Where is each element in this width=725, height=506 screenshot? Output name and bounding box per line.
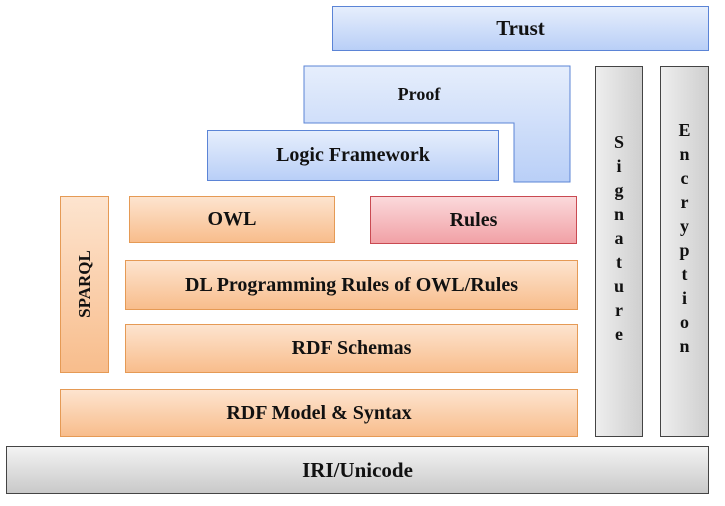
trust-layer: Trust — [332, 6, 709, 51]
sparql-layer — [60, 196, 109, 373]
signature-letter: e — [615, 324, 623, 344]
owl-layer: OWL — [129, 196, 335, 243]
iri-unicode-label: IRI/Unicode — [302, 457, 413, 482]
encryption-letter: t — [681, 264, 688, 284]
proof-label: Proof — [397, 84, 441, 104]
rules-layer: Rules — [370, 196, 577, 244]
signature-letter: n — [613, 204, 624, 224]
encryption-layer — [660, 66, 709, 437]
logic-framework-layer: Logic Framework — [207, 130, 499, 181]
logic-framework-label: Logic Framework — [276, 144, 430, 166]
dl-programming-label: DL Programming Rules of OWL/Rules — [185, 273, 518, 296]
signature-layer — [595, 66, 643, 437]
iri-unicode-layer: IRI/Unicode — [6, 446, 709, 494]
owl-label: OWL — [207, 208, 257, 230]
signature-letter: i — [616, 156, 622, 176]
signature-letter: u — [613, 276, 624, 296]
encryption-letter: y — [680, 216, 689, 236]
proof-label-box: Proof — [304, 66, 534, 123]
encryption-letter: o — [680, 312, 689, 332]
signature-letter: S — [613, 132, 624, 152]
sparql-label: SPARQL — [75, 250, 94, 318]
encryption-letter: c — [680, 168, 689, 188]
encryption-letter: p — [679, 240, 690, 260]
signature-letter: a — [614, 228, 624, 248]
rdf-schemas-label: RDF Schemas — [291, 337, 412, 359]
rdf-model-syntax-layer: RDF Model & Syntax — [60, 389, 578, 437]
rdf-schemas-layer: RDF Schemas — [125, 324, 578, 373]
rules-label: Rules — [449, 208, 498, 231]
encryption-letter: E — [678, 120, 691, 140]
signature-letter: g — [614, 180, 624, 200]
encryption-letter: i — [681, 288, 687, 308]
encryption-letter: n — [679, 336, 690, 356]
encryption-letter: n — [679, 144, 690, 164]
signature-letter: r — [615, 300, 623, 320]
dl-programming-layer: DL Programming Rules of OWL/Rules — [125, 260, 578, 310]
signature-letter: t — [616, 252, 622, 272]
trust-label: Trust — [496, 16, 545, 40]
encryption-letter: r — [680, 192, 689, 212]
rdf-model-syntax-label: RDF Model & Syntax — [226, 401, 412, 424]
